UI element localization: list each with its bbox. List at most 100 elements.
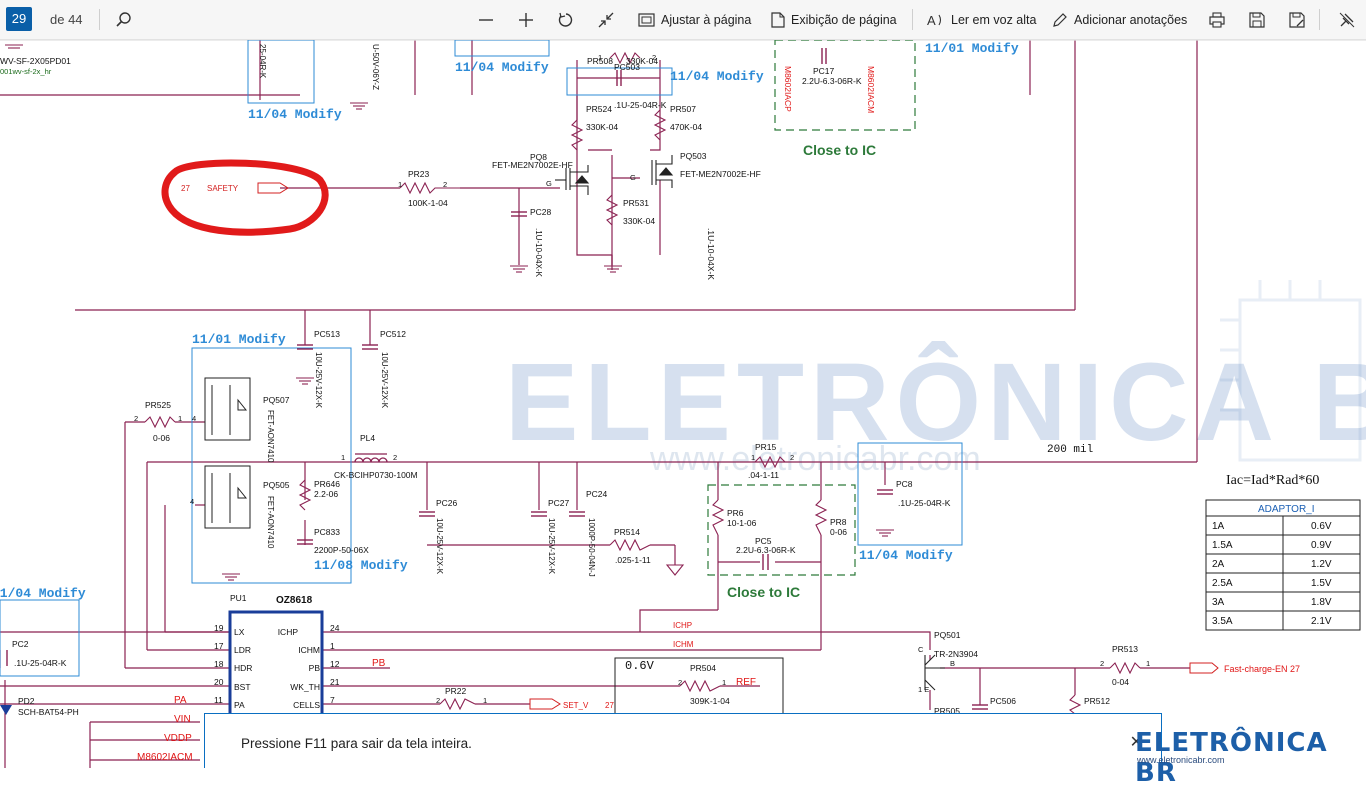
svg-text:PQ503: PQ503 (680, 151, 707, 161)
svg-text:2: 2 (678, 678, 682, 687)
svg-text:100K-1-04: 100K-1-04 (408, 198, 448, 208)
exit-fullscreen-icon[interactable] (593, 7, 619, 33)
svg-text:REF: REF (736, 677, 756, 688)
svg-text:ICHM: ICHM (673, 640, 694, 649)
ground-symbols (5, 44, 894, 581)
svg-text:3A: 3A (1212, 597, 1225, 608)
page-number-input[interactable]: 29 (6, 7, 32, 31)
safety-highlight-circle (161, 159, 329, 236)
svg-text:PL4: PL4 (360, 433, 375, 443)
svg-text:11/04 Modify: 11/04 Modify (455, 60, 549, 75)
page-view-button[interactable]: Exibição de página (771, 7, 897, 33)
svg-text:PQ507: PQ507 (263, 395, 290, 405)
svg-text:11: 11 (214, 695, 223, 705)
svg-text:2.5A: 2.5A (1212, 578, 1233, 589)
svg-text:11/04 Modify: 11/04 Modify (0, 586, 86, 601)
svg-text:11/04 Modify: 11/04 Modify (670, 69, 764, 84)
zoom-out-icon[interactable] (473, 7, 499, 33)
save-as-icon[interactable] (1284, 7, 1310, 33)
svg-text:21: 21 (330, 677, 340, 687)
pen-icon (1053, 13, 1067, 27)
rotate-icon[interactable] (553, 7, 579, 33)
close-to-ic-label: Close to IC (803, 142, 876, 158)
ground-triangle (665, 564, 685, 576)
svg-text:470K-04: 470K-04 (670, 122, 702, 132)
svg-text:0.9V: 0.9V (1311, 540, 1332, 551)
svg-text:PC2: PC2 (12, 639, 29, 649)
print-icon[interactable] (1204, 7, 1230, 33)
svg-text:330K-04: 330K-04 (623, 216, 655, 226)
svg-text:1.5V: 1.5V (1311, 578, 1332, 589)
svg-text:SET_V: SET_V (563, 701, 589, 710)
svg-text:PD2: PD2 (18, 696, 35, 706)
search-icon[interactable] (111, 7, 137, 33)
svg-text:M8602IACP: M8602IACP (783, 66, 793, 112)
svg-text:PC27: PC27 (548, 498, 570, 508)
toolbar-divider (1319, 9, 1320, 30)
svg-text:10U-25V-12X-K: 10U-25V-12X-K (380, 352, 389, 409)
diode-pd2 (0, 705, 12, 715)
svg-text:ICHP: ICHP (278, 627, 299, 637)
svg-text:2: 2 (393, 453, 397, 462)
svg-text:Fast-charge-EN 27: Fast-charge-EN 27 (1224, 664, 1300, 674)
read-aloud-label: Ler em voz alta (951, 13, 1037, 27)
svg-text:M8602IACM: M8602IACM (137, 752, 193, 763)
svg-text:1.8V: 1.8V (1311, 597, 1332, 608)
component-labels: WV-SF-2X05PD01 001wv-sf-2x_hr PR23 100K-… (0, 56, 1138, 717)
svg-text:10U-25V-12X-K: 10U-25V-12X-K (547, 518, 556, 575)
close-icon[interactable]: ✕ (1129, 734, 1143, 751)
svg-text:1: 1 (1146, 659, 1150, 668)
svg-text:PA: PA (174, 695, 187, 706)
svg-text:ICHP: ICHP (673, 621, 692, 630)
svg-text:G: G (630, 173, 636, 182)
voltage-box-label: 0.6V (625, 659, 655, 673)
circuit-decoration (1220, 280, 1362, 462)
mosfet-pq505 (204, 465, 251, 529)
pdf-page-view[interactable]: ELETRÔNICA BR www.eletronicabr.com (0, 40, 1366, 768)
svg-text:.1U-25-04R-K: .1U-25-04R-K (898, 498, 951, 508)
svg-text:LX: LX (234, 627, 245, 637)
svg-text:FET-ME2N7002E-HF: FET-ME2N7002E-HF (492, 160, 573, 170)
zoom-in-icon[interactable] (513, 7, 539, 33)
svg-text:12: 12 (330, 659, 340, 669)
save-icon[interactable] (1244, 7, 1270, 33)
svg-text:.025-1-11: .025-1-11 (615, 555, 651, 565)
svg-text:25-04R-K: 25-04R-K (258, 44, 267, 79)
mosfet-pq507 (204, 377, 251, 441)
fit-page-button[interactable]: Ajustar à página (638, 7, 751, 33)
svg-text:PQ505: PQ505 (263, 480, 290, 490)
svg-text:ICHM: ICHM (298, 645, 320, 655)
svg-text:24: 24 (330, 623, 340, 633)
svg-text:.1U-10-04X-K: .1U-10-04X-K (534, 228, 543, 278)
page-view-icon (771, 12, 785, 28)
pin-icon[interactable] (1334, 7, 1360, 33)
svg-text:.1U-25-04R-K: .1U-25-04R-K (614, 100, 667, 110)
svg-text:PC8: PC8 (896, 479, 913, 489)
svg-text:PR514: PR514 (614, 527, 640, 537)
svg-text:LDR: LDR (234, 645, 251, 655)
svg-text:PR505: PR505 (934, 706, 960, 716)
set-v-connector (529, 698, 561, 710)
svg-text:WK_TH: WK_TH (290, 682, 320, 692)
svg-text:001wv-sf-2x_hr: 001wv-sf-2x_hr (0, 67, 52, 76)
read-aloud-icon: A (927, 13, 942, 28)
svg-text:PR8: PR8 (830, 517, 847, 527)
svg-text:2: 2 (134, 414, 138, 423)
add-notes-button[interactable]: Adicionar anotações (1052, 7, 1187, 33)
svg-text:2: 2 (652, 53, 656, 62)
toolbar-divider (912, 9, 913, 30)
svg-text:11/04 Modify: 11/04 Modify (248, 107, 342, 122)
svg-text:WV-SF-2X05PD01: WV-SF-2X05PD01 (0, 56, 71, 66)
modify-boxes (0, 40, 963, 677)
mosfet-pq8 (555, 165, 590, 195)
read-aloud-button[interactable]: A Ler em voz alta (927, 7, 1036, 33)
svg-text:CK-BCIHP0730-100M: CK-BCIHP0730-100M (334, 470, 418, 480)
fullscreen-notification: Pressione F11 para sair da tela inteira.… (204, 713, 1162, 768)
svg-text:2.2U-6.3-06R-K: 2.2U-6.3-06R-K (802, 76, 862, 86)
fast-charge-connector (1189, 662, 1219, 674)
fit-page-label: Ajustar à página (661, 13, 752, 27)
adaptor-table-title: ADAPTOR_I (1258, 504, 1315, 515)
svg-text:27: 27 (605, 701, 614, 710)
